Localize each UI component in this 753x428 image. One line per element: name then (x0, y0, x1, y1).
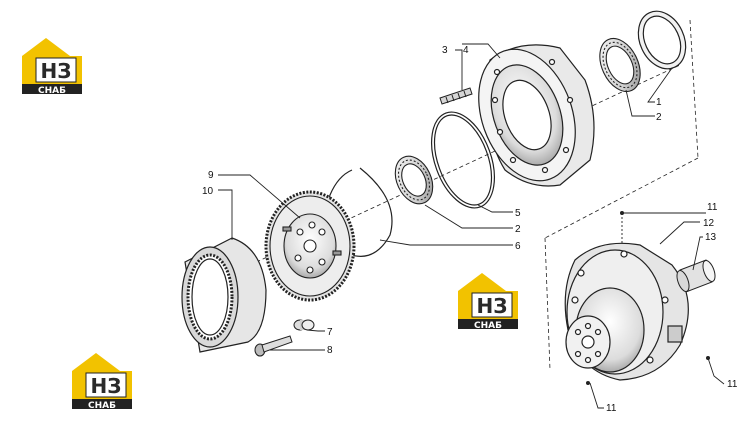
brand-logo-center: НЗ СНАБ (458, 273, 518, 331)
part-bolt (254, 335, 293, 357)
label-13: 13 (705, 232, 717, 243)
label-7: 7 (327, 327, 333, 338)
logo-mark: НЗ (91, 374, 122, 398)
logo-word: СНАБ (88, 401, 116, 411)
part-ring-gear (181, 237, 267, 353)
brand-logo-top-left: НЗ СНАБ (22, 38, 82, 96)
label-4: 4 (463, 45, 469, 56)
label-1: 1 (656, 97, 662, 108)
leader-dots (586, 211, 710, 385)
logo-mark: НЗ (477, 294, 508, 318)
label-11: 11 (707, 202, 718, 213)
leader-lines (218, 43, 725, 409)
label-2: 2 (656, 112, 662, 123)
logo-mark: НЗ (41, 59, 72, 83)
part-bearing-outer (599, 37, 641, 93)
label-8: 8 (327, 345, 333, 356)
part-o-ring (431, 111, 495, 209)
label-9: 9 (208, 170, 214, 181)
part-wheel-hub (478, 44, 595, 187)
logo-word: СНАБ (38, 86, 66, 96)
part-sleeve (676, 259, 716, 293)
part-number-labels: 1 2 3 4 5 2 6 7 8 9 10 11 12 13 11 11 (202, 45, 738, 414)
part-planet-carrier (264, 190, 356, 302)
label-11: 11 (727, 379, 738, 390)
brand-logo-bottom-left: НЗ СНАБ (72, 353, 132, 411)
label-12: 12 (703, 218, 715, 229)
label-6: 6 (515, 241, 521, 252)
label-11: 11 (606, 403, 617, 414)
label-5: 5 (515, 208, 521, 219)
label-10: 10 (202, 186, 214, 197)
part-drive-housing (564, 242, 689, 381)
logo-word: СНАБ (474, 321, 502, 331)
part-bearing-inner (394, 155, 434, 205)
label-2: 2 (515, 224, 521, 235)
label-3: 3 (442, 45, 448, 56)
part-bushing (293, 319, 315, 331)
part-stud-bolt (439, 87, 473, 105)
part-seal-ring (637, 10, 687, 70)
